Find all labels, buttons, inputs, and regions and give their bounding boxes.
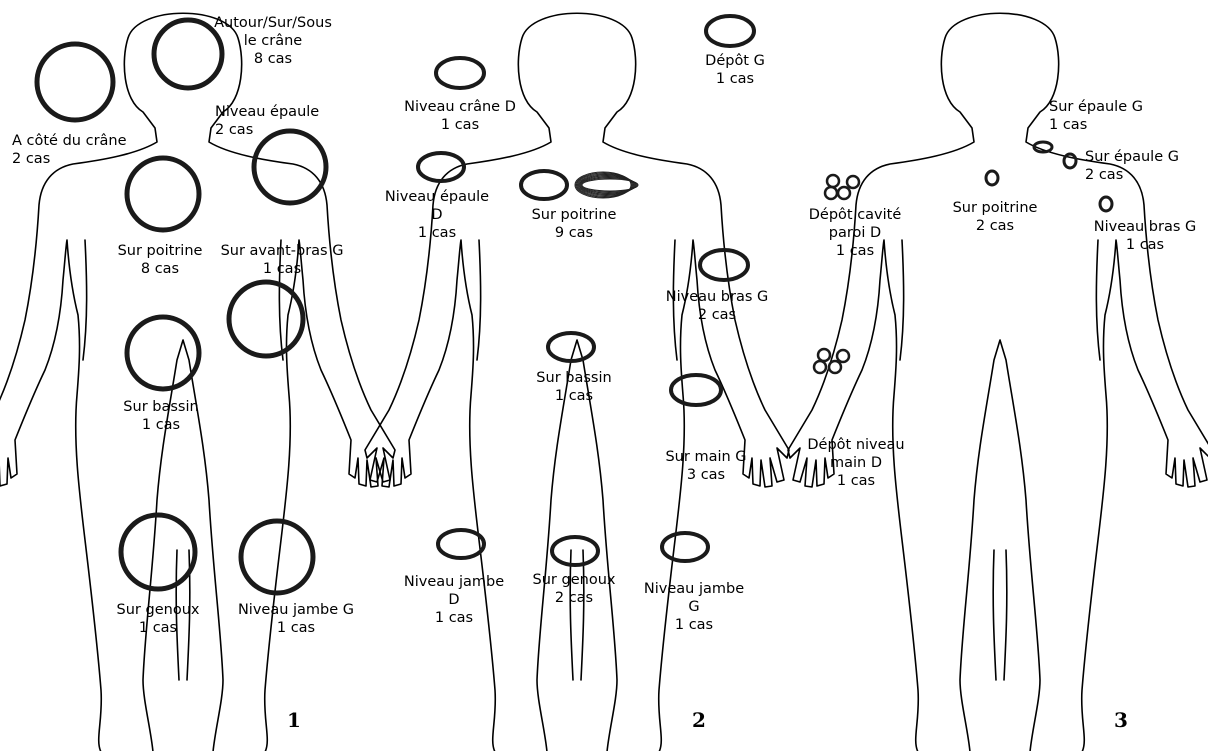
label-on-pelvis: Sur bassin 1 cas <box>536 369 611 405</box>
ring-skull <box>154 20 222 88</box>
ring-shoulder <box>254 131 326 203</box>
label-on-shoulder-left-b: Sur épaule G 2 cas <box>1085 148 1179 184</box>
label-on-hand-left: Sur main G 3 cas <box>665 448 746 484</box>
ring-shoulder-b <box>1064 154 1076 168</box>
ring-leg-left <box>662 533 708 561</box>
ring-chest <box>986 171 998 185</box>
label-on-forearm-left: Sur avant-bras G 1 cas <box>221 242 344 278</box>
label-on-pelvis: Sur bassin 1 cas <box>123 398 198 434</box>
label-leg-level-left: Niveau jambe G 1 cas <box>238 601 354 637</box>
ring-chest <box>521 171 567 199</box>
ring-leg <box>241 521 313 593</box>
panel-number-2: 2 <box>692 708 706 732</box>
ring-beside-skull <box>37 44 113 120</box>
label-on-knees: Sur genoux 1 cas <box>117 601 200 637</box>
label-on-chest: Sur poitrine 9 cas <box>532 206 617 242</box>
ring-cluster-cavity <box>825 175 859 199</box>
ring-skull-level <box>436 58 484 88</box>
label-arm-level-left: Niveau bras G 2 cas <box>666 288 769 324</box>
ring-cluster-hand <box>814 349 849 373</box>
label-deposit-hand-level-right: Dépôt niveau main D 1 cas <box>807 436 904 490</box>
ring-leg-right <box>438 530 484 558</box>
label-arm-level-left: Niveau bras G 1 cas <box>1094 218 1197 254</box>
label-beside-skull: A côté du crâne 2 cas <box>12 132 127 168</box>
ring-forearm <box>229 282 303 356</box>
label-deposit-cavity-wall-right: Dépôt cavité paroi D 1 cas <box>809 206 902 260</box>
label-shoulder-level: Niveau épaule 2 cas <box>215 103 319 139</box>
ring-chest <box>127 158 199 230</box>
panel-number-3: 3 <box>1114 708 1128 732</box>
coil-chest <box>575 172 638 198</box>
panel-1-figure <box>0 13 395 751</box>
label-leg-level-left: Niveau jambe G 1 cas <box>644 580 744 634</box>
ring-arm <box>1100 197 1112 211</box>
label-skull-around: Autour/Sur/Sous le crâne 8 cas <box>214 14 332 68</box>
ring-arm <box>700 250 748 280</box>
ring-deposit <box>706 16 754 46</box>
ring-pelvis <box>548 333 594 361</box>
ring-pelvis <box>127 317 199 389</box>
panel-3-figure <box>788 13 1208 751</box>
label-deposit-left: Dépôt G 1 cas <box>705 52 765 88</box>
label-shoulder-level-right: Niveau épaule D 1 cas <box>385 188 489 242</box>
ring-knees <box>552 537 598 565</box>
ring-hand <box>671 375 721 405</box>
label-on-chest: Sur poitrine 8 cas <box>118 242 203 278</box>
ring-knees <box>121 515 195 589</box>
label-skull-level-right: Niveau crâne D 1 cas <box>404 98 516 134</box>
panel-number-1: 1 <box>287 708 301 732</box>
label-leg-level-right: Niveau jambe D 1 cas <box>404 573 504 627</box>
label-on-shoulder-left-a: Sur épaule G 1 cas <box>1049 98 1143 134</box>
label-on-chest: Sur poitrine 2 cas <box>953 199 1038 235</box>
label-on-knees: Sur genoux 2 cas <box>533 571 616 607</box>
